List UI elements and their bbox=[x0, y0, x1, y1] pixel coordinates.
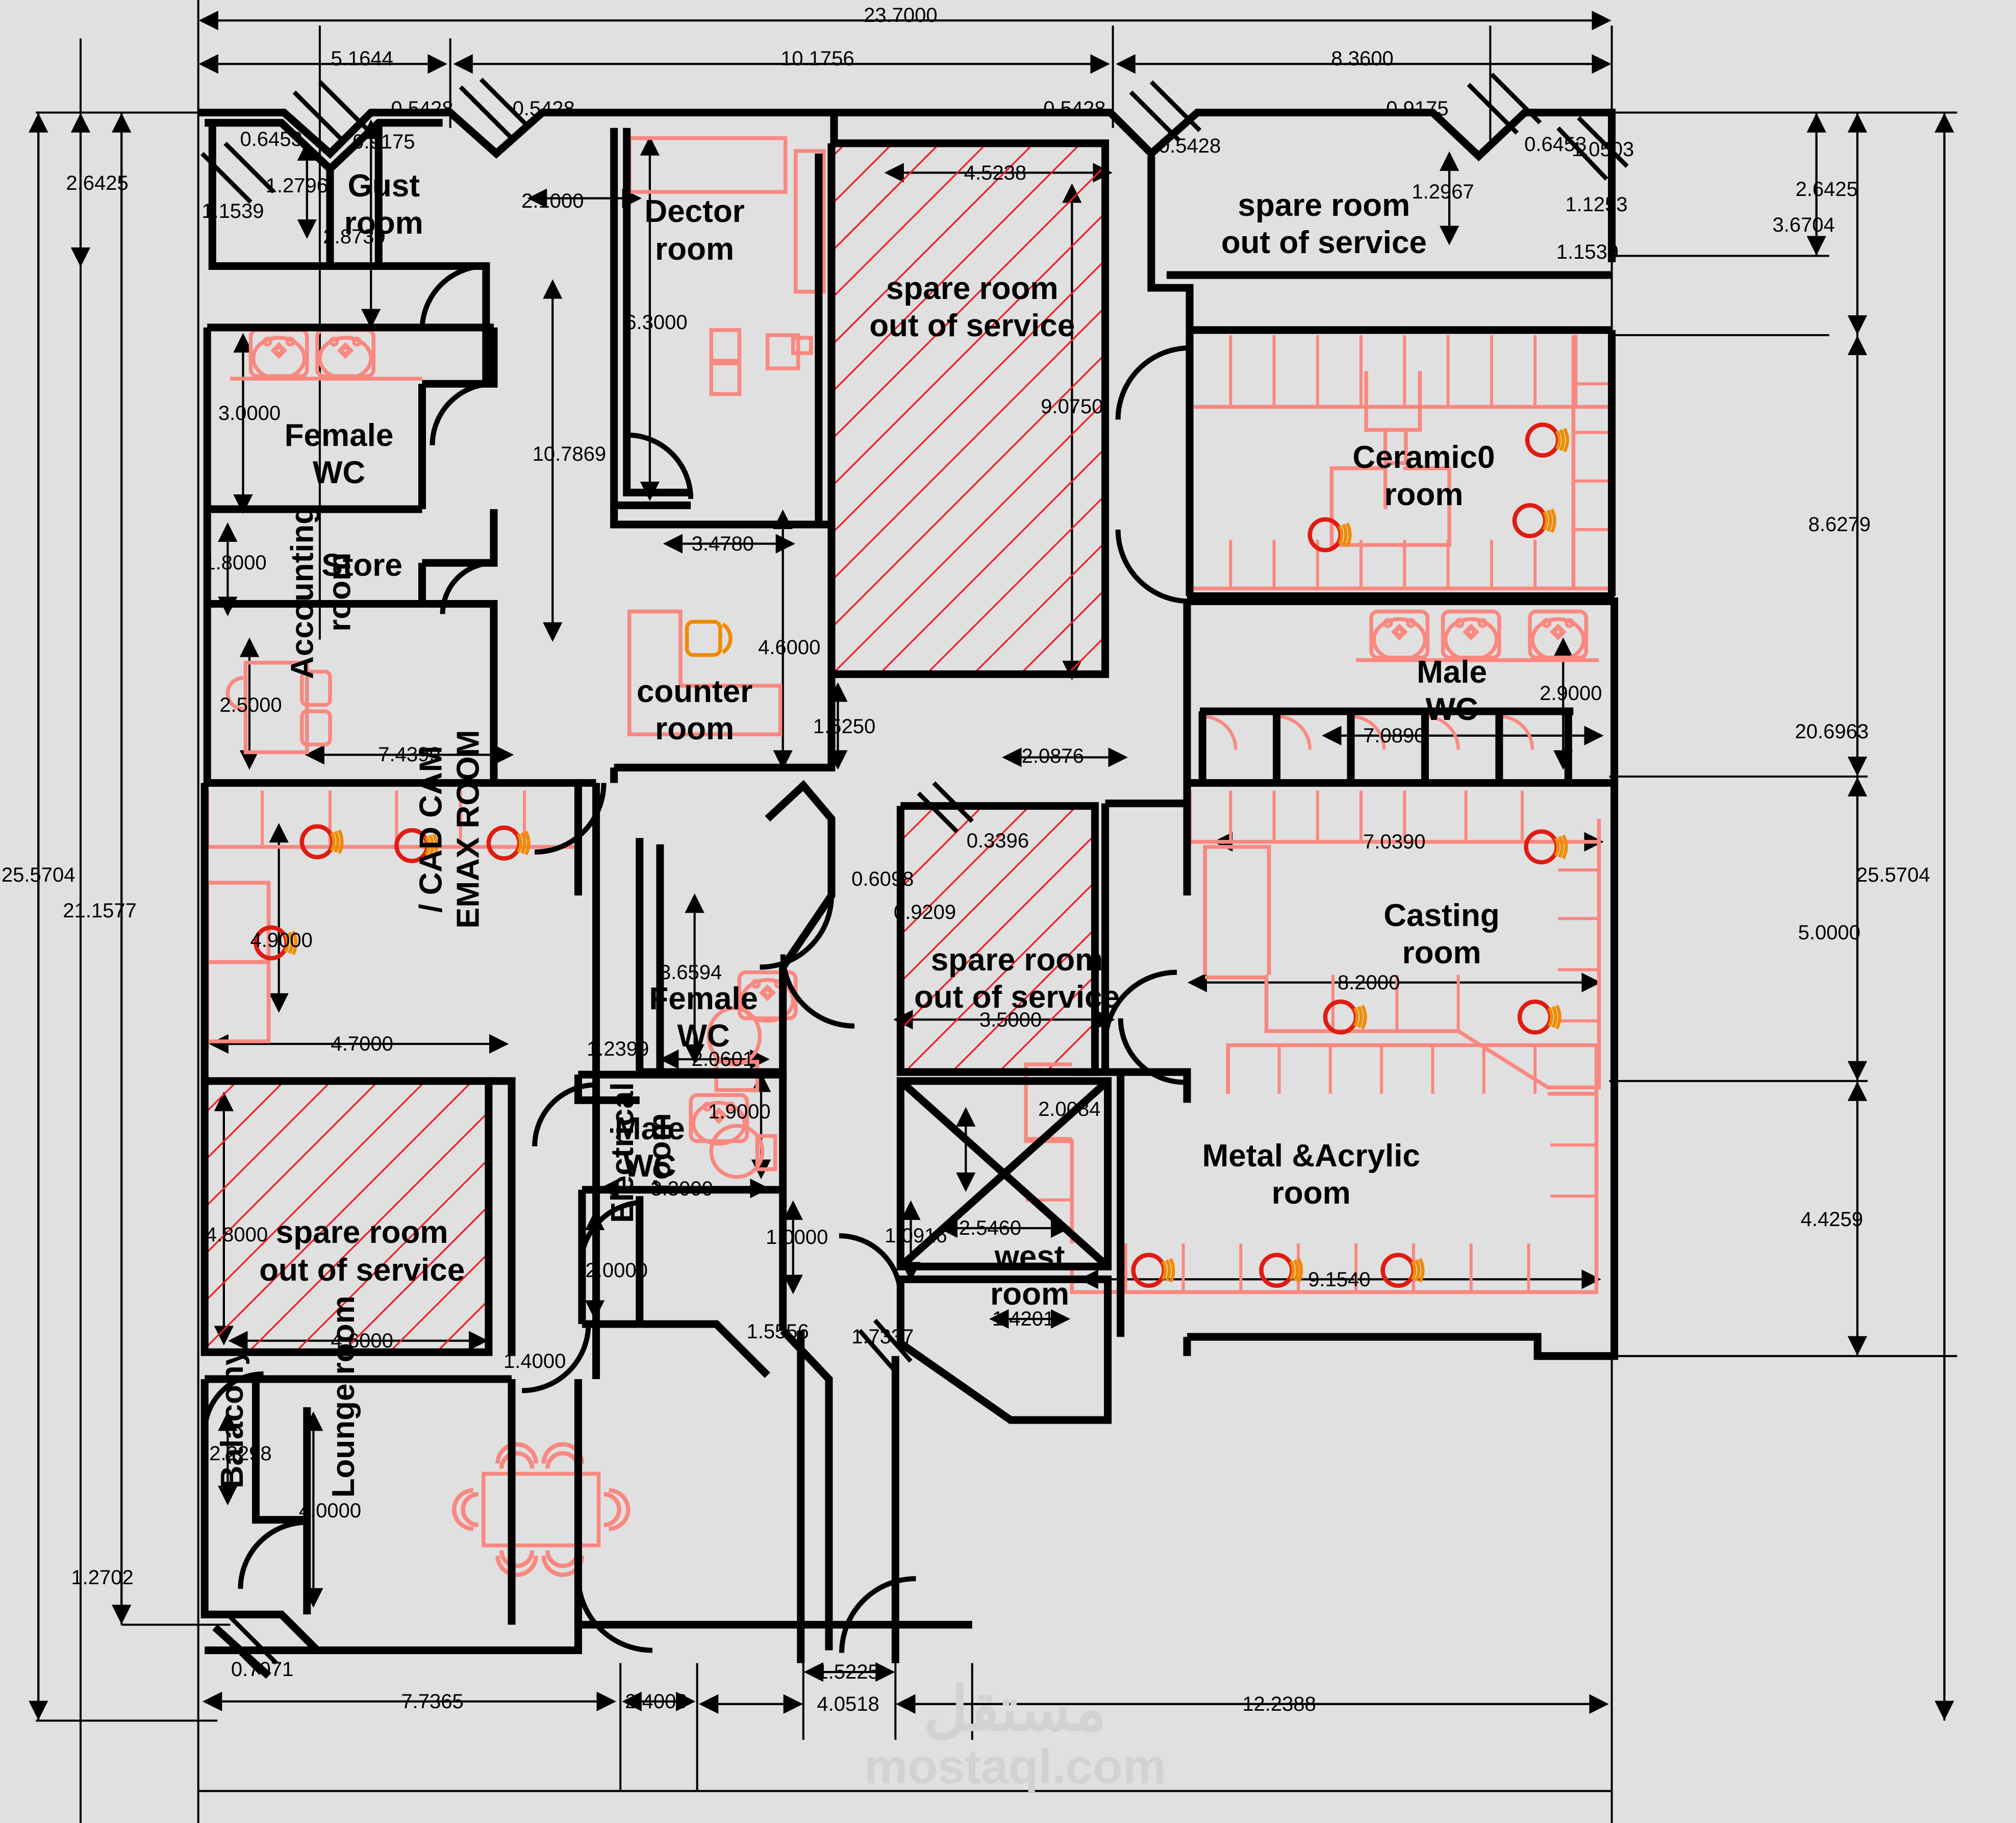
dimension-label: 1.2702 bbox=[71, 1566, 134, 1589]
dimension-label: 5.0000 bbox=[1798, 921, 1861, 944]
dimension-label: 8.6279 bbox=[1808, 513, 1871, 536]
dimension-label: 2.9000 bbox=[1540, 682, 1602, 705]
dimension-label: 1.4000 bbox=[503, 1350, 566, 1373]
dimension-label: 0.7071 bbox=[231, 1658, 294, 1681]
dimension-label: 2.5460 bbox=[959, 1217, 1022, 1240]
dimension-label: 1.0916 bbox=[885, 1225, 947, 1247]
dimension-label: 0.9175 bbox=[352, 131, 415, 154]
dimension-label: 0.5428 bbox=[1158, 134, 1221, 157]
dimension-label: 1.0000 bbox=[766, 1226, 828, 1248]
room-label-store: Store bbox=[321, 547, 402, 583]
dimension-label: 1.5556 bbox=[746, 1320, 809, 1343]
dimension-label: 4.6000 bbox=[758, 636, 821, 659]
dimension-label: 8.2000 bbox=[1337, 971, 1400, 994]
dimension-label: 0.5428 bbox=[512, 97, 575, 120]
dimension-label: 7.4399 bbox=[378, 743, 441, 766]
dimension-label: 2.5000 bbox=[219, 693, 282, 716]
dimension-label: 1.2399 bbox=[587, 1038, 649, 1061]
dimension-label: 1.0503 bbox=[1571, 138, 1634, 161]
room-label-lounge-room: Lounge room bbox=[325, 1295, 361, 1497]
dimension-label: 1.2796 bbox=[265, 174, 328, 197]
dimension-label: 3.0000 bbox=[218, 402, 281, 424]
dimension-label: 3.6704 bbox=[1772, 214, 1835, 237]
dimension-label: 1.1539 bbox=[201, 199, 264, 222]
dimension-label: 1.5225 bbox=[817, 1661, 879, 1684]
dimension-label: 2.1000 bbox=[521, 189, 584, 212]
dimension-label: 4.5238 bbox=[964, 161, 1027, 184]
dimension-label: 9.0750 bbox=[1041, 395, 1103, 418]
dimension-label: 2.0876 bbox=[1021, 745, 1084, 767]
dimension-label: 2.8739 bbox=[323, 225, 386, 248]
dimension-label: 1.4201 bbox=[992, 1308, 1055, 1331]
dimension-label: 2.0084 bbox=[1038, 1098, 1101, 1121]
dimension-label: 4.8000 bbox=[205, 1223, 268, 1246]
dimension-label: 1.7337 bbox=[851, 1326, 914, 1348]
dimension-label: 2.6425 bbox=[1795, 178, 1858, 201]
room-label-balacony: Balacony bbox=[214, 1347, 250, 1489]
dimension-label: 1.5250 bbox=[813, 715, 876, 738]
dimension-label: 25.5704 bbox=[1856, 864, 1930, 887]
dimension-label: 9.1540 bbox=[1308, 1268, 1371, 1291]
dimension-label: 7.7365 bbox=[401, 1690, 464, 1713]
dimension-label: 4.7000 bbox=[331, 1033, 393, 1056]
dimension-label: 1.1253 bbox=[1565, 193, 1628, 216]
dimension-label: 0.6453 bbox=[240, 128, 303, 151]
dimension-label: 6.3000 bbox=[625, 311, 688, 334]
dimension-label: 1.8000 bbox=[204, 552, 267, 575]
dimension-label: 3.6594 bbox=[659, 961, 722, 984]
dimension-label: 3.4780 bbox=[691, 532, 754, 555]
dimension-label: 4.6000 bbox=[331, 1329, 393, 1352]
dimension-label: 0.3396 bbox=[966, 829, 1029, 852]
dimension-label: 0.9209 bbox=[893, 901, 956, 923]
dimension-label: 5.1644 bbox=[331, 47, 393, 70]
dimension-label: 8.3600 bbox=[1331, 47, 1394, 70]
dimension-label: 2.2298 bbox=[209, 1442, 272, 1465]
dimension-label: 7.0890 bbox=[1363, 724, 1426, 747]
dimension-label: 1.9000 bbox=[708, 1101, 771, 1123]
dimension-label: 1.2967 bbox=[1412, 181, 1474, 204]
dimension-label: 4.4259 bbox=[1800, 1208, 1863, 1231]
dimension-label: 4.0000 bbox=[298, 1500, 362, 1522]
dimension-label: 7.0390 bbox=[1363, 831, 1426, 853]
dimension-label: 4.0518 bbox=[817, 1693, 879, 1716]
dimension-label: 1.1539 bbox=[1556, 241, 1619, 263]
dimension-label: 21.1577 bbox=[63, 900, 137, 922]
dimension-label: 20.6963 bbox=[1795, 720, 1869, 743]
dimension-label: 25.5704 bbox=[1, 864, 75, 887]
dimension-label: 3.3000 bbox=[650, 1177, 713, 1200]
dimension-label: 0.6098 bbox=[851, 867, 914, 890]
dimension-label: 12.2388 bbox=[1242, 1693, 1316, 1716]
dimension-label: 2.6425 bbox=[66, 171, 129, 194]
dimension-label: 4.9000 bbox=[250, 929, 313, 952]
dimension-label: 23.7000 bbox=[864, 4, 938, 27]
dimension-label: 0.5428 bbox=[391, 97, 453, 120]
dimension-label: 10.7869 bbox=[532, 443, 607, 466]
dimension-label: 2.4000 bbox=[625, 1690, 688, 1713]
dimension-label: 0.9175 bbox=[1386, 97, 1449, 120]
dimension-label: 10.1756 bbox=[780, 47, 854, 70]
dimension-label: 2.0601 bbox=[691, 1048, 754, 1071]
dimension-label: 0.5428 bbox=[1043, 97, 1106, 120]
dimension-label: 0.6453 bbox=[1524, 133, 1587, 156]
dimension-label: 2.0000 bbox=[585, 1259, 648, 1282]
dimension-label: 3.5000 bbox=[979, 1008, 1042, 1031]
